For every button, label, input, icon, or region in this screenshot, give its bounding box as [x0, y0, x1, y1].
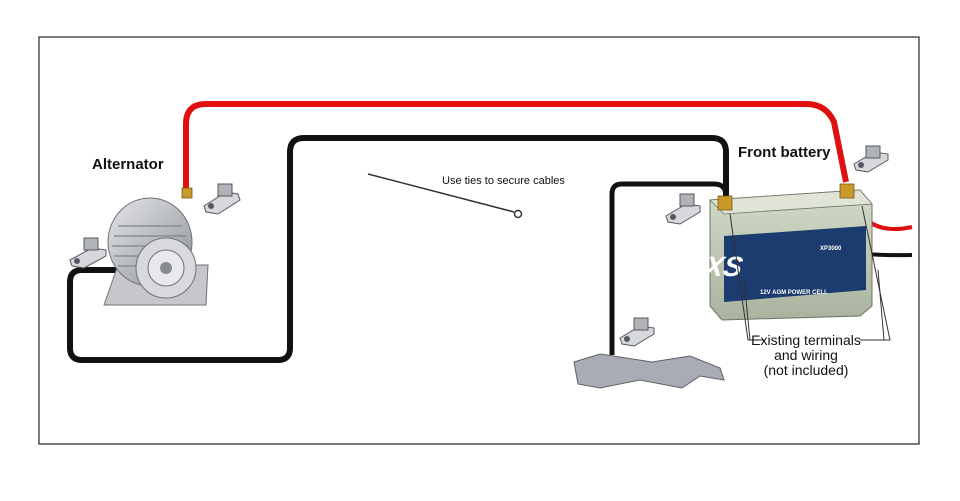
cable-ties-note: Use ties to secure cables — [442, 175, 565, 187]
positive-cable — [183, 101, 849, 192]
existing-terminals-line3: (not included) — [764, 362, 849, 378]
chassis-bracket-icon — [573, 353, 725, 389]
bracket-icon — [69, 145, 889, 347]
alternator-label: Alternator — [92, 156, 164, 173]
existing-terminals-line2: and wiring — [774, 347, 838, 363]
chassis-ground-cable — [609, 181, 729, 355]
battery-model: XP3000 — [820, 246, 842, 252]
callout-lines — [729, 205, 891, 341]
battery-side-text: 12V AGM POWER CELL — [760, 290, 828, 296]
cable-tie-icon — [367, 173, 523, 219]
front-battery-label: Front battery — [738, 144, 831, 161]
battery-icon: XS XP3000 12V AGM POWER CELL — [700, 183, 873, 321]
ground-cable — [67, 135, 729, 363]
existing-terminals-line1: Existing terminals — [751, 332, 861, 348]
alternator-icon — [103, 187, 209, 306]
